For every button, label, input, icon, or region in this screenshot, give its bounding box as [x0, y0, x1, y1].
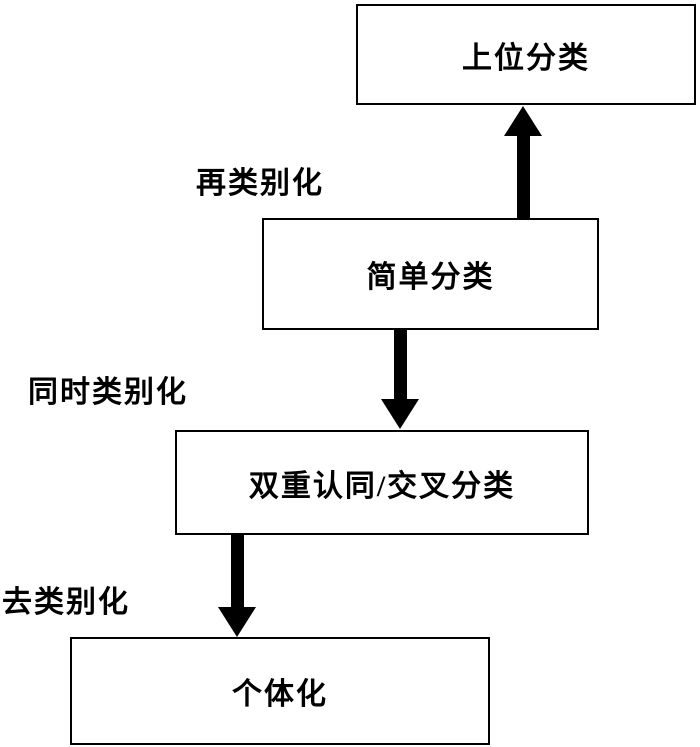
- flow-box-simple-classification: 简单分类: [262, 218, 599, 330]
- arrowhead-down-icon: [218, 607, 256, 637]
- arrowhead-up-icon: [504, 106, 542, 136]
- box-label: 双重认同/交叉分类: [248, 469, 516, 503]
- flow-box-superordinate-classification: 上位分类: [356, 4, 696, 105]
- arrow-down-icon: [381, 330, 419, 429]
- arrowhead-down-icon: [381, 399, 419, 429]
- arrow-up-icon: [504, 106, 542, 218]
- arrow-down-icon: [218, 535, 256, 637]
- arrow-label-recategorization: 再类别化: [196, 167, 324, 200]
- flow-box-individualization: 个体化: [70, 637, 490, 745]
- arrow-shaft: [516, 136, 530, 218]
- arrow-label-simultaneous-categorization: 同时类别化: [28, 376, 188, 409]
- arrow-shaft: [230, 535, 244, 607]
- arrow-shaft: [393, 330, 407, 399]
- box-label: 上位分类: [462, 41, 590, 75]
- box-label: 个体化: [232, 678, 328, 711]
- box-label: 简单分类: [366, 261, 495, 294]
- arrow-label-decategorization: 去类别化: [2, 586, 130, 619]
- flow-box-dual-identity-cross-classification: 双重认同/交叉分类: [175, 430, 589, 535]
